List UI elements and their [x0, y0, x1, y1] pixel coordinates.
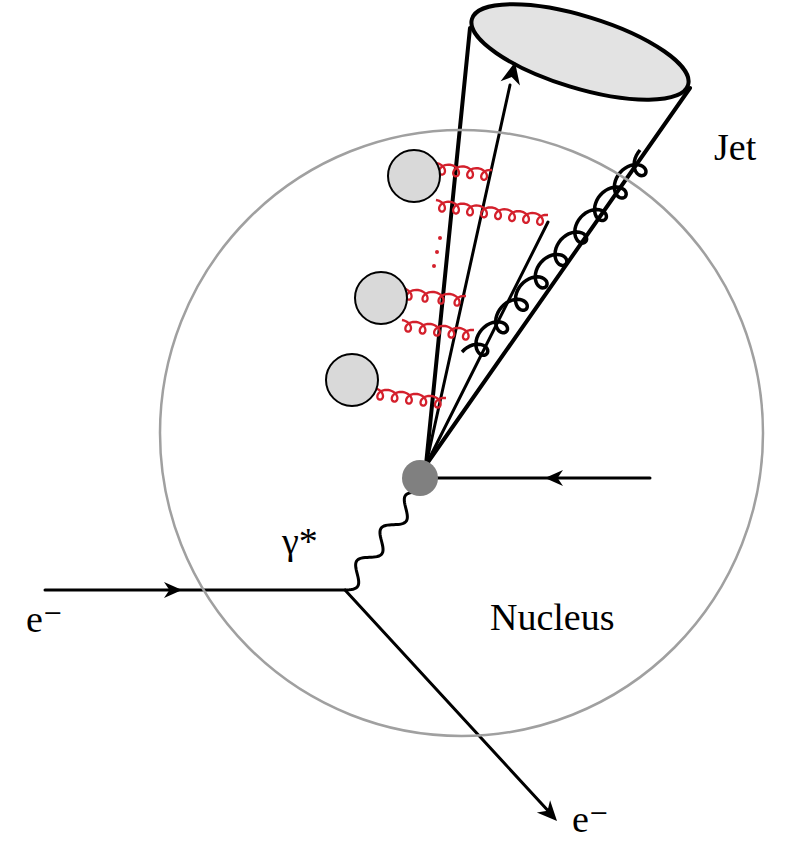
- nucleus-outline: [160, 130, 763, 736]
- ellipsis-dot: [438, 236, 442, 240]
- jet-parton-line: [426, 222, 548, 465]
- electron-label: e⁻: [26, 598, 63, 642]
- jet-cone-edge: [426, 88, 690, 465]
- medium-scatterer: [355, 272, 407, 324]
- electron-label: e⁻: [572, 798, 609, 842]
- region-label: Nucleus: [490, 596, 615, 640]
- nucleus-outline: [158, 128, 765, 738]
- medium-gluon: [402, 288, 466, 306]
- medium-scatterer: [326, 354, 378, 406]
- medium-scatterer: [388, 150, 440, 202]
- interaction-vertex: [402, 460, 438, 496]
- jet-cone-edge: [426, 28, 470, 465]
- quark-line: [430, 477, 650, 480]
- photon-label: γ*: [282, 520, 318, 564]
- label-anchor: Jet: [714, 126, 756, 170]
- quark-arrow: [545, 470, 563, 486]
- medium-gluon: [402, 320, 474, 340]
- label-anchor: e⁻: [572, 798, 609, 842]
- nucleus-circle: Nucleus: [158, 128, 765, 738]
- jet-label: Jet: [714, 126, 756, 170]
- medium-gluon: [374, 388, 446, 408]
- electron-arrow: [537, 800, 557, 821]
- incoming-electron: [45, 589, 345, 592]
- ellipsis-dot: [435, 250, 439, 254]
- electron-arrow: [164, 582, 182, 598]
- label-anchor: e⁻: [26, 598, 63, 642]
- ellipsis-dot: [432, 264, 436, 268]
- medium-gluon: [436, 200, 548, 225]
- medium-gluon: [436, 163, 492, 180]
- photon-line: [345, 492, 418, 590]
- jet-arrow: [501, 62, 520, 86]
- jet-cone-top: [461, 0, 698, 119]
- jet-gluon: [462, 150, 646, 355]
- label-anchor: γ*: [282, 520, 318, 564]
